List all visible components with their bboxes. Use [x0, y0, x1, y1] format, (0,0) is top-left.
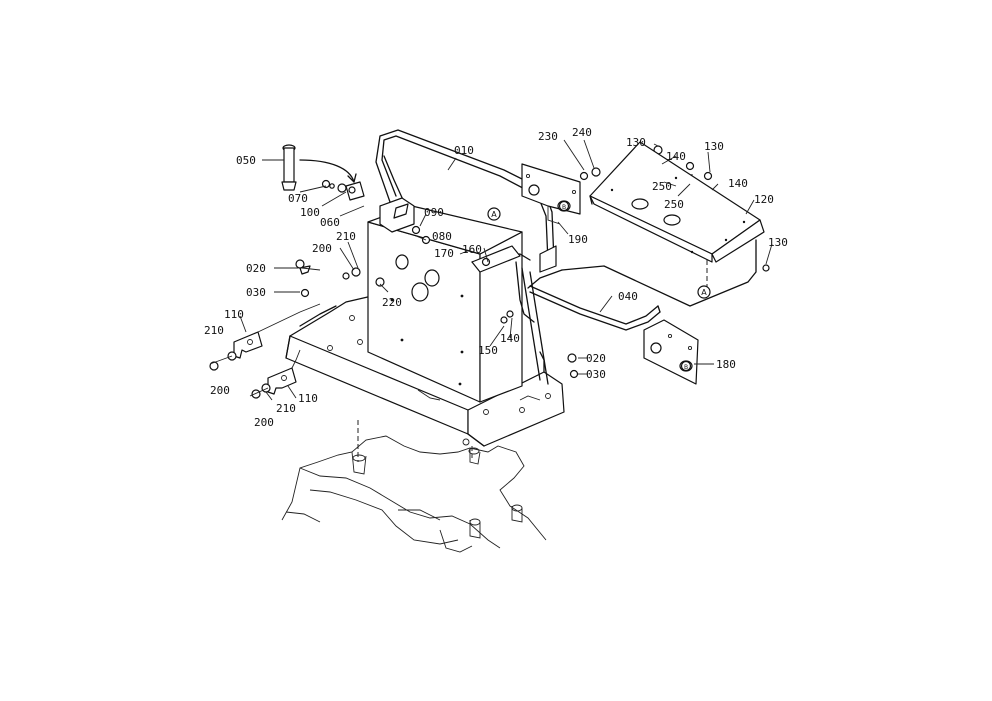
callout-110-b: 110: [298, 392, 318, 405]
rear-panel: [527, 239, 757, 307]
callout-labels: 050 070 100 060 010 090 080 170 160 230 …: [204, 126, 788, 429]
callout-250-b: 250: [664, 198, 684, 211]
leader-lines: [239, 139, 773, 401]
callout-130-a: 130: [626, 136, 646, 149]
battery: [367, 205, 523, 403]
callout-200-b: 200: [210, 384, 230, 397]
svg-text:B: B: [562, 204, 566, 211]
rod-040: [529, 285, 661, 331]
callout-250-a: 250: [652, 180, 672, 193]
callout-010: 010: [454, 144, 474, 157]
svg-text:B: B: [684, 364, 688, 371]
bracket-190: [521, 163, 581, 225]
callout-050: 050: [236, 154, 256, 167]
callout-210-a: 210: [336, 230, 356, 243]
callout-020-b: 020: [586, 352, 606, 365]
ref-mark-a-upper: A: [487, 207, 501, 221]
callout-220: 220: [382, 296, 402, 309]
callout-130-c: 130: [768, 236, 788, 249]
callout-090: 090: [424, 206, 444, 219]
battery-tray: [285, 295, 565, 447]
callout-160: 160: [462, 243, 482, 256]
ref-mark-b-bracket: B: [558, 200, 570, 212]
callout-130-b: 130: [704, 140, 724, 153]
callout-030-a: 030: [246, 286, 266, 299]
callout-020-a: 020: [246, 262, 266, 275]
callout-080: 080: [432, 230, 452, 243]
callout-030-b: 030: [586, 368, 606, 381]
side-brackets: [209, 303, 321, 399]
callout-150: 150: [478, 344, 498, 357]
engine-outline: [281, 435, 547, 553]
callout-060: 060: [320, 216, 340, 229]
callout-190: 190: [568, 233, 588, 246]
ref-mark-b-plate: B: [680, 360, 692, 372]
battery-cover: [589, 141, 765, 263]
bolt-050: [281, 144, 357, 191]
reference-marks: A A B B: [487, 200, 711, 372]
ref-mark-a-lower: A: [697, 285, 711, 299]
callout-230: 230: [538, 130, 558, 143]
callout-070: 070: [288, 192, 308, 205]
callout-140-c: 140: [500, 332, 520, 345]
callout-210-b: 210: [204, 324, 224, 337]
callout-180: 180: [716, 358, 736, 371]
callout-140-b: 140: [728, 177, 748, 190]
clip-bracket: [337, 181, 415, 233]
callout-140-a: 140: [666, 150, 686, 163]
plate-180: [643, 319, 699, 385]
callout-210-c: 210: [276, 402, 296, 415]
svg-text:A: A: [701, 288, 707, 297]
callout-120: 120: [754, 193, 774, 206]
callout-200-a: 200: [312, 242, 332, 255]
callout-240: 240: [572, 126, 592, 139]
callout-100: 100: [300, 206, 320, 219]
callout-110-a: 110: [224, 308, 244, 321]
callout-200-c: 200: [254, 416, 274, 429]
callout-040: 040: [618, 290, 638, 303]
callout-170: 170: [434, 247, 454, 260]
svg-text:A: A: [491, 210, 497, 219]
